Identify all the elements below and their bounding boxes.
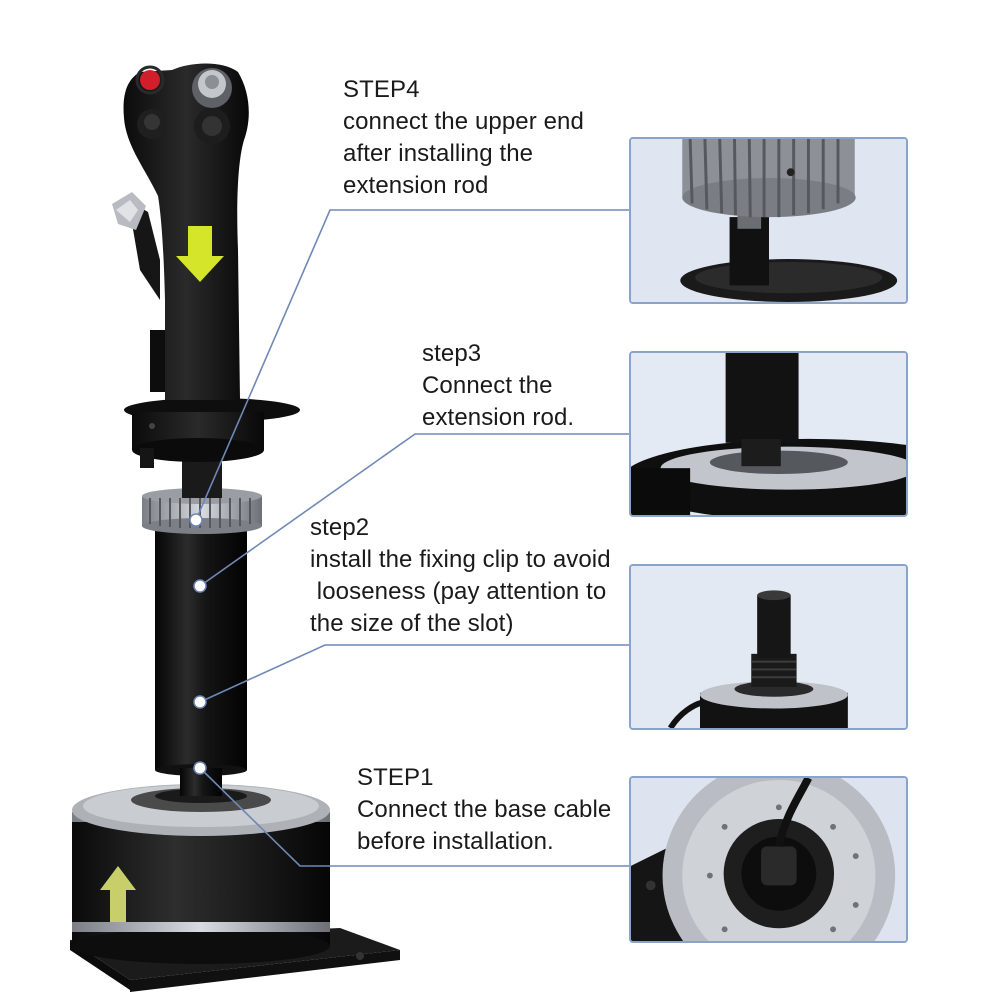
step4-line-1: connect the upper end [343,108,584,135]
step1-line-1: Connect the base cable [357,796,612,823]
callout-dots [189,513,207,775]
step3-line-2: extension rod. [422,404,575,431]
callout-dot-step3 [193,579,207,593]
step2-line-1: install the fixing clip to avoid [310,546,611,573]
callout-line-step3 [199,433,630,587]
callout-dot-step4 [189,513,203,527]
callout-lines [195,209,630,867]
step2-text: step2 install the fixing clip to avoid l… [310,512,611,640]
red-button-icon [140,70,160,90]
step4-line-2: after installing the [343,140,534,167]
step3-text: step3 Connect the extension rod. [422,338,574,434]
step2-line-3: the size of the slot) [310,610,514,637]
step3-heading: step3 [422,340,482,367]
joystick-grip [112,63,249,400]
step3-detail-photo [629,351,908,517]
callout-line-step4 [195,209,630,521]
step3-line-1: Connect the [422,372,553,399]
callout-dot-step1 [193,761,207,775]
step4-line-3: extension rod [343,172,489,199]
step1-detail-photo [629,776,908,943]
callout-line-step1 [199,767,630,867]
step4-heading: STEP4 [343,76,420,103]
step1-heading: STEP1 [357,764,434,791]
extension-rod [155,528,247,770]
step2-line-2: looseness (pay attention to [310,578,607,605]
step4-text: STEP4 connect the upper end after instal… [343,74,584,202]
callout-line-step2 [199,644,630,703]
step4-detail-photo [629,137,908,304]
grip-collar [124,398,300,468]
step1-text: STEP1 Connect the base cable before inst… [357,762,611,858]
step2-detail-photo [629,564,908,730]
step2-heading: step2 [310,514,370,541]
base-housing [72,784,330,964]
down-arrow-icon [176,226,224,282]
up-arrow-icon [100,866,136,922]
callout-dot-step2 [193,695,207,709]
step1-line-2: before installation. [357,828,554,855]
